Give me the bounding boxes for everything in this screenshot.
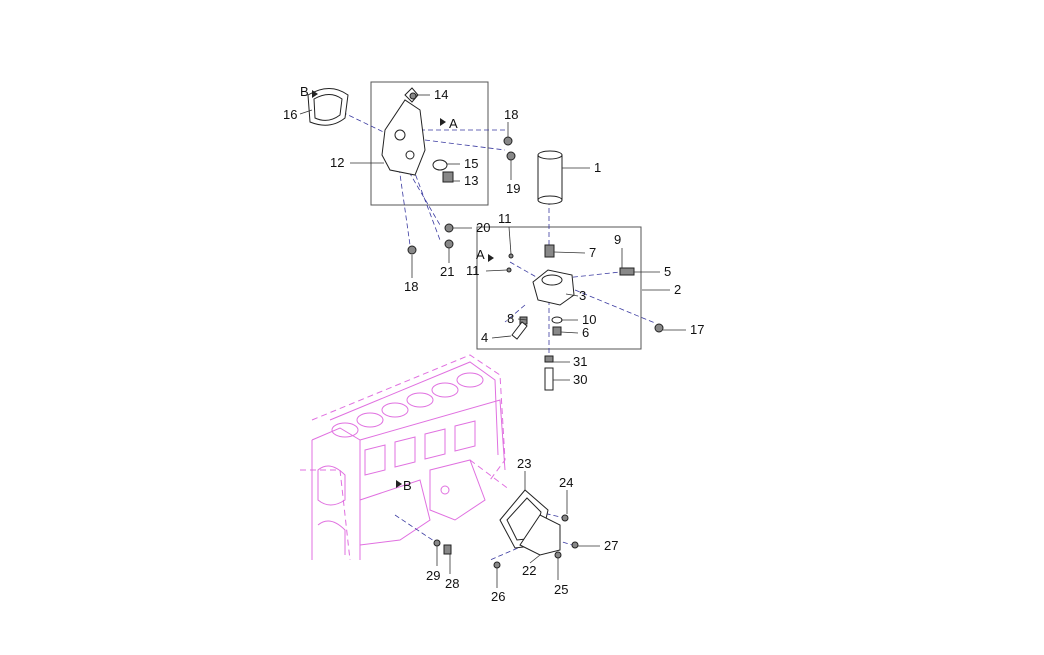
part-16-gasket <box>307 88 349 126</box>
callout-20: 20 <box>476 220 490 235</box>
callout-1: 1 <box>594 160 601 175</box>
ref-marker-a-top: A <box>440 116 458 131</box>
callout-9: 9 <box>614 232 621 247</box>
part-6-10-plug <box>551 316 563 336</box>
ref-marker-a-mid: A <box>476 247 494 262</box>
callout-22: 22 <box>522 563 536 578</box>
svg-text:B: B <box>403 478 412 493</box>
svg-text:B: B <box>300 84 309 99</box>
part-3-filter-head <box>532 269 575 306</box>
callout-26: 26 <box>491 589 505 604</box>
callout-12: 12 <box>330 155 344 170</box>
callout-10: 10 <box>582 312 596 327</box>
part-22-23-cover <box>499 489 561 556</box>
part-1-filter <box>537 150 563 205</box>
callout-4: 4 <box>481 330 488 345</box>
callout-16: 16 <box>283 107 297 122</box>
callout-7: 7 <box>589 245 596 260</box>
callout-3: 3 <box>579 288 586 303</box>
detail-box-oil-cooler <box>370 81 489 206</box>
callout-23: 23 <box>517 456 531 471</box>
callout-5: 5 <box>664 264 671 279</box>
svg-text:A: A <box>449 116 458 131</box>
callout-18-b: 18 <box>404 279 418 294</box>
callout-30: 30 <box>573 372 587 387</box>
callout-31: 31 <box>573 354 587 369</box>
callout-14: 14 <box>434 87 448 102</box>
part-30-31-valve <box>544 355 554 391</box>
assembly-connectors <box>341 111 656 561</box>
engine-block <box>300 354 511 561</box>
callout-24: 24 <box>559 475 573 490</box>
callout-2: 2 <box>674 282 681 297</box>
callout-11-a: 11 <box>498 211 512 226</box>
part-12-cooler-housing <box>381 87 426 176</box>
callout-28: 28 <box>445 576 459 591</box>
svg-text:A: A <box>476 247 485 262</box>
callout-29: 29 <box>426 568 440 583</box>
callout-21: 21 <box>440 264 454 279</box>
callout-13: 13 <box>464 173 478 188</box>
detail-box-filter-head <box>476 226 642 350</box>
leader-lines <box>299 94 686 588</box>
callout-15: 15 <box>464 156 478 171</box>
callout-6: 6 <box>582 325 589 340</box>
callout-18-a: 18 <box>504 107 518 122</box>
part-4-8-bolt <box>511 316 528 340</box>
ref-marker-b-top: B <box>300 84 318 99</box>
callout-labels: 1 2 3 4 5 6 7 8 9 10 11 11 12 13 14 15 1… <box>283 87 704 604</box>
callout-8: 8 <box>507 311 514 326</box>
part-5-sensor <box>619 267 635 276</box>
callout-19: 19 <box>506 181 520 196</box>
ref-marker-b-block: B <box>396 478 412 493</box>
part-14-plug <box>409 92 417 100</box>
callout-25: 25 <box>554 582 568 597</box>
part-15-13-fitting <box>432 159 454 183</box>
callout-17: 17 <box>690 322 704 337</box>
part-7-nipple <box>544 244 555 258</box>
callout-27: 27 <box>604 538 618 553</box>
callout-11-b: 11 <box>466 263 480 278</box>
